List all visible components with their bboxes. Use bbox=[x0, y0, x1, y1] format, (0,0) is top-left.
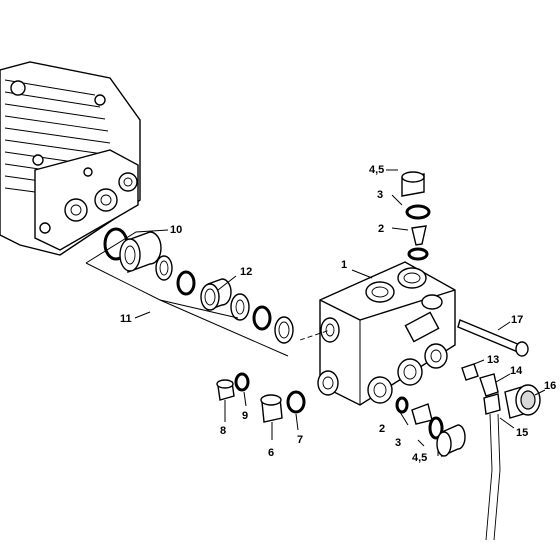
callout-16: 16 bbox=[544, 380, 556, 392]
gauge-fittings bbox=[461, 363, 541, 541]
callout-3-upper: 3 bbox=[377, 189, 383, 201]
callout-4-5-upper: 4,5 bbox=[369, 164, 384, 176]
callout-1: 1 bbox=[341, 259, 347, 271]
lower-valve-assembly bbox=[395, 396, 466, 458]
callout-12: 12 bbox=[240, 266, 252, 278]
callout-4-5-lower: 4,5 bbox=[412, 452, 427, 464]
leader-lines bbox=[85, 169, 546, 456]
pump-crankcase bbox=[0, 61, 141, 256]
callout-10: 10 bbox=[170, 224, 182, 236]
seal-stack bbox=[103, 227, 294, 344]
upper-valve-assembly bbox=[401, 171, 431, 261]
callout-13: 13 bbox=[487, 354, 499, 366]
manifold-block bbox=[317, 261, 456, 406]
drain-plugs bbox=[216, 372, 306, 423]
callout-7: 7 bbox=[297, 434, 303, 446]
callout-9: 9 bbox=[242, 410, 248, 422]
callout-8: 8 bbox=[220, 425, 226, 437]
callout-2-lower: 2 bbox=[379, 423, 385, 435]
callout-6: 6 bbox=[268, 447, 274, 459]
callout-17: 17 bbox=[511, 314, 523, 326]
tie-bolt bbox=[457, 319, 529, 357]
callout-11: 11 bbox=[120, 313, 132, 325]
callout-3-lower: 3 bbox=[395, 437, 401, 449]
callout-2-upper: 2 bbox=[378, 223, 384, 235]
callout-14: 14 bbox=[510, 365, 523, 377]
callout-labels: 1 2 2 3 3 4,5 4,5 6 7 8 9 10 11 12 13 14… bbox=[120, 164, 556, 464]
callout-15: 15 bbox=[516, 427, 528, 439]
